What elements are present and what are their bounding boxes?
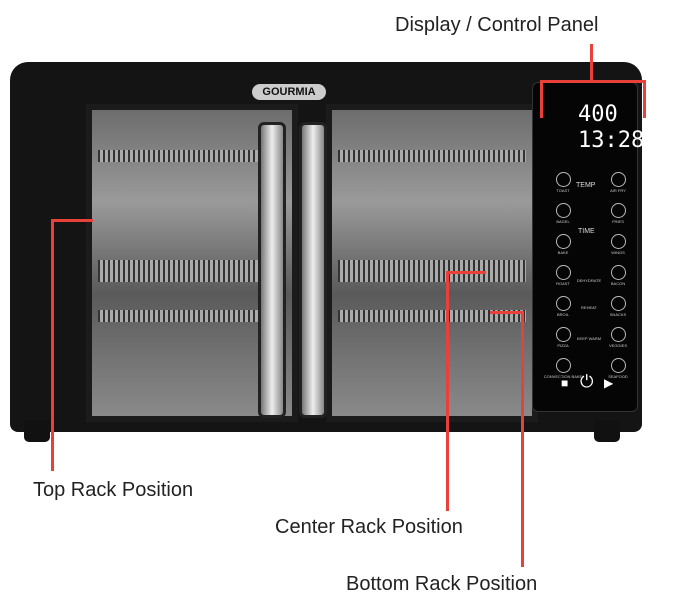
time-display: 13:28 — [578, 128, 645, 153]
callout-line — [590, 44, 593, 82]
button-label: VEGGIES — [608, 343, 627, 348]
fries-button[interactable] — [611, 203, 626, 218]
bagel-button[interactable] — [556, 203, 571, 218]
temp-display: 400 — [578, 102, 618, 127]
oven-foot — [24, 420, 50, 442]
air-fry-button[interactable] — [611, 172, 626, 187]
button-label: CONVECTION BAKE — [543, 374, 583, 379]
button-label: BACON — [610, 281, 626, 286]
roast-button[interactable] — [556, 265, 571, 280]
bottom-rack — [338, 310, 526, 322]
button-label: FRIES — [612, 219, 624, 224]
display-callout-label: Display / Control Panel — [395, 14, 599, 36]
button-label: ROAST — [556, 281, 570, 286]
callout-line — [51, 219, 54, 471]
keep-warm-button[interactable]: KEEP WARM — [576, 336, 602, 341]
seafood-button[interactable] — [611, 358, 626, 373]
dehydrate-button[interactable]: DEHYDRATE — [576, 278, 602, 283]
button-label: BAGEL — [556, 219, 570, 224]
top-rack — [338, 150, 526, 162]
top-rack — [98, 150, 286, 162]
button-label: SNACKS — [609, 312, 627, 317]
bottom-rack — [98, 310, 286, 322]
center-rack-basket — [338, 260, 526, 282]
stop-icon[interactable]: ■ — [561, 376, 569, 390]
button-label: SEAFOOD — [608, 374, 628, 379]
button-label: WINGS — [611, 250, 625, 255]
time-button[interactable]: TIME — [578, 228, 595, 235]
power-icon[interactable]: ⏻ — [580, 372, 594, 391]
button-label: BAKE — [557, 250, 569, 255]
veggies-button[interactable] — [611, 327, 626, 342]
bottom-rack-label: Bottom Rack Position — [346, 573, 538, 595]
reheat-button[interactable]: REHEAT — [581, 305, 597, 310]
bacon-button[interactable] — [611, 265, 626, 280]
start-icon[interactable]: ▶ — [604, 376, 614, 390]
bake-button[interactable] — [556, 234, 571, 249]
button-label: PIZZA — [557, 343, 569, 348]
button-label: TOAST — [556, 188, 570, 193]
callout-line — [643, 80, 646, 118]
callout-line — [540, 80, 646, 83]
pizza-button[interactable] — [556, 327, 571, 342]
broil-button[interactable] — [556, 296, 571, 311]
callout-line — [446, 271, 486, 274]
callout-line — [51, 219, 93, 222]
wings-button[interactable] — [611, 234, 626, 249]
convection-bake-button[interactable] — [556, 358, 571, 373]
center-rack-basket — [98, 260, 286, 282]
right-door-handle[interactable] — [299, 122, 327, 418]
oven-foot — [594, 420, 620, 442]
callout-line — [521, 311, 524, 567]
top-rack-label: Top Rack Position — [33, 479, 194, 501]
brand-logo: GOURMIA — [252, 84, 326, 100]
center-rack-label: Center Rack Position — [275, 516, 463, 538]
left-door-handle[interactable] — [258, 122, 286, 418]
callout-line — [540, 80, 543, 118]
right-door — [326, 104, 538, 422]
temp-button[interactable]: TEMP — [576, 182, 596, 189]
toast-button[interactable] — [556, 172, 571, 187]
callout-line — [446, 271, 449, 511]
button-label: BROIL — [556, 312, 569, 317]
callout-line — [490, 311, 524, 314]
snacks-button[interactable] — [611, 296, 626, 311]
button-label: AIR FRY — [610, 188, 626, 193]
